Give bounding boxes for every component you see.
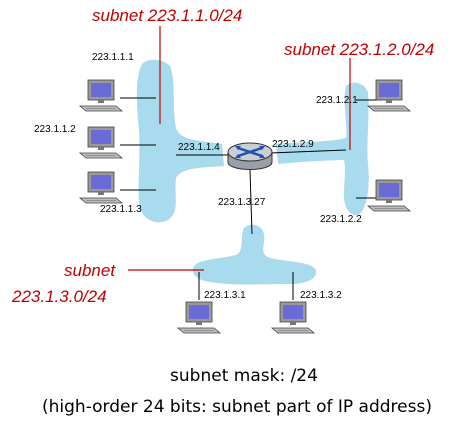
subnet-223-1-3-blob	[192, 224, 317, 285]
router-interface-label: 223.1.2.9	[272, 139, 314, 150]
wire-if2	[269, 149, 347, 154]
router-icon	[227, 142, 273, 170]
host-ip-label: 223.1.1.3	[100, 204, 142, 215]
router-interface-label: 223.1.3.27	[218, 197, 266, 208]
subnet-2-label: subnet 223.1.2.0/24	[284, 40, 434, 59]
subnet-3-label-line2: 223.1.3.0/24	[11, 287, 107, 306]
host-ip-label: 223.1.1.2	[34, 124, 76, 135]
caption-line-2: (high-order 24 bits: subnet part of IP a…	[42, 397, 432, 417]
host-ip-label: 223.1.3.2	[300, 290, 342, 301]
subnet-1-label: subnet 223.1.1.0/24	[92, 6, 242, 25]
host-ip-label: 223.1.2.2	[320, 214, 362, 225]
subnet-223-1-1-blob	[136, 59, 224, 223]
host-computer-icon	[367, 79, 411, 112]
host-computer-icon	[79, 171, 123, 204]
host-ip-label: 223.1.3.1	[204, 290, 246, 301]
host-computer-icon	[271, 301, 315, 334]
host-computer-icon	[79, 126, 123, 159]
router-interface-label: 223.1.1.4	[178, 142, 220, 153]
host-computer-icon	[79, 79, 123, 112]
subnet-223-1-2-blob	[276, 82, 369, 216]
host-computer-icon	[177, 301, 221, 334]
subnet-3-label-line1: subnet	[64, 261, 116, 280]
host-ip-label: 223.1.1.1	[92, 52, 134, 63]
caption-line-1: subnet mask: /24	[170, 366, 318, 386]
wire-if3	[249, 169, 253, 235]
host-ip-label: 223.1.2.1	[316, 95, 358, 106]
host-computer-icon	[367, 179, 411, 212]
